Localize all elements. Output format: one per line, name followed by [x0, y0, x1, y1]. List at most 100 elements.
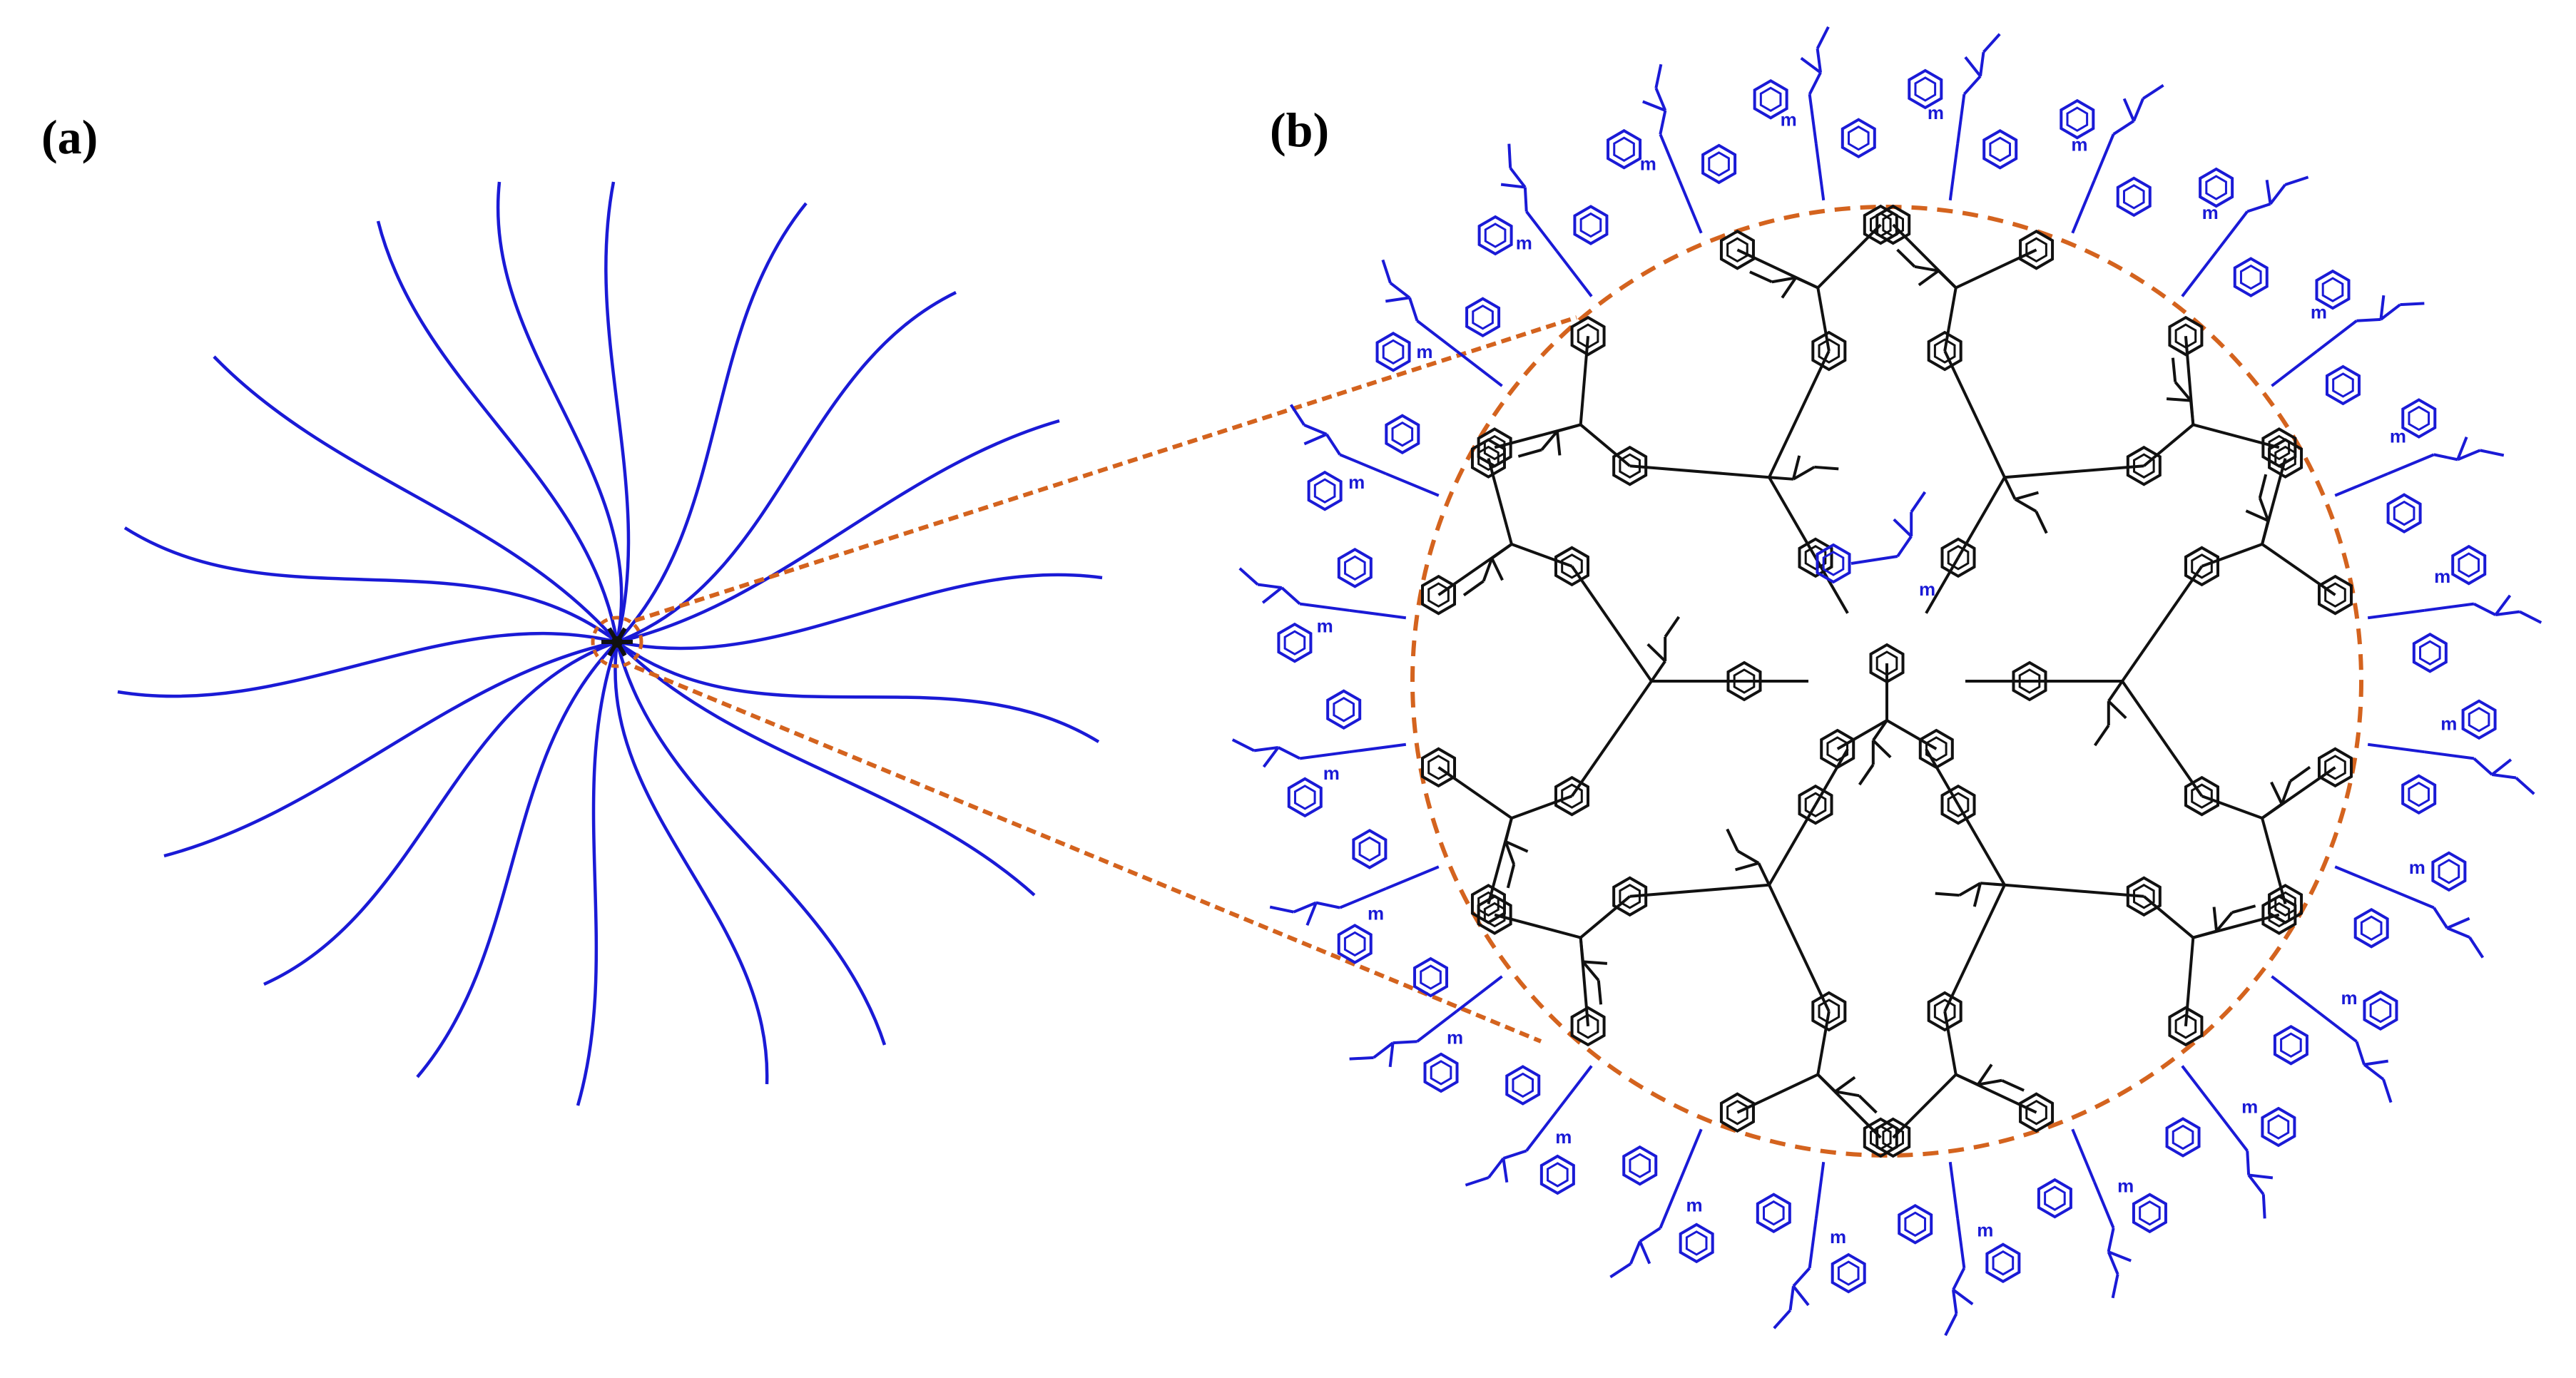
bond [1943, 1011, 1958, 1075]
bond [1490, 557, 1504, 581]
polymer-arm [616, 290, 957, 644]
bond [1303, 424, 1328, 436]
polymer-arm [616, 640, 1100, 743]
bond [2192, 423, 2280, 449]
bond [2215, 912, 2234, 932]
arm-phenyl-ring [1337, 548, 1373, 588]
bond [1935, 892, 1960, 897]
panel-b-label: (b) [1270, 103, 1329, 157]
arm-phenyl-ring [1841, 118, 1876, 158]
bond [2289, 765, 2311, 782]
bond [1659, 110, 1667, 135]
bond [2473, 602, 2497, 616]
bond [2380, 303, 2401, 321]
bond [2201, 795, 2263, 820]
bond [2003, 476, 2017, 500]
arm-phenyl-ring [2037, 1178, 2072, 1219]
zoom-line-lower [633, 665, 1542, 1043]
arm-phenyl-ring [1326, 689, 1362, 730]
bond [2468, 936, 2485, 959]
bond [1834, 1076, 1856, 1093]
bond [1800, 56, 1822, 74]
bond [2001, 1078, 2025, 1092]
bond [2184, 937, 2195, 1027]
arm-phenyl-ring [2165, 1117, 2201, 1158]
arm-phenyl-ring [1539, 1154, 1575, 1195]
repeat-unit-label: m [1368, 903, 1384, 924]
repeat-unit-label: m [1516, 233, 1532, 254]
bond [1814, 1161, 1826, 1219]
bond [1579, 895, 1631, 939]
bond [2216, 210, 2249, 252]
bond [1664, 616, 1681, 638]
arm-phenyl-ring [2132, 1193, 2167, 1233]
bond [1757, 862, 1771, 886]
bond [2457, 449, 2481, 461]
bond [1349, 742, 1407, 754]
bond [1943, 350, 2006, 479]
arm-phenyl-ring [1985, 1242, 2021, 1283]
repeat-unit-label: m [2440, 713, 2457, 734]
bond [2093, 724, 2110, 747]
bond [1238, 567, 1259, 586]
arm-phenyl-ring [1622, 1145, 1658, 1186]
bond [2367, 608, 2425, 620]
bond [1792, 1285, 1810, 1307]
bond [1835, 1090, 1860, 1098]
bond [1982, 33, 2001, 53]
bond [1659, 133, 1681, 181]
arm-phenyl-ring [1573, 205, 1609, 245]
bond [1726, 828, 1739, 852]
bond [1814, 143, 1826, 201]
bond [1781, 277, 1797, 299]
bond [1955, 248, 2037, 290]
bond [1964, 56, 1982, 78]
bond [1788, 1285, 1795, 1311]
arm-phenyl-ring [1505, 1065, 1541, 1106]
bond [2261, 458, 2287, 545]
repeat-unit-label: m [2409, 857, 2425, 878]
bond [2107, 1228, 2115, 1252]
bond [1768, 350, 1831, 479]
bond [1736, 1073, 1819, 1114]
zoom-source-circle [591, 616, 643, 668]
arm-phenyl-ring [2060, 99, 2095, 140]
bond [2356, 317, 2381, 322]
bond [2171, 357, 2177, 382]
arm-phenyl-ring [1701, 143, 1737, 184]
bond [1393, 1040, 1417, 1045]
bond [1972, 882, 1982, 907]
polymer-arm [117, 631, 618, 698]
bond [1736, 248, 1819, 290]
bond [1816, 48, 1823, 73]
bond [1339, 887, 1387, 909]
bond [1872, 719, 1888, 742]
bond [2261, 1194, 2266, 1219]
bond [2433, 907, 2449, 929]
bond [2491, 773, 2517, 780]
bond [1303, 433, 1328, 446]
arm-phenyl-ring [2363, 990, 2398, 1031]
bond [1231, 738, 1255, 752]
bond [1749, 270, 1773, 284]
bond [1893, 518, 1913, 538]
bond [2248, 1173, 2274, 1180]
bond [1408, 297, 1419, 322]
bond [2107, 1250, 2132, 1262]
polymer-arm [604, 181, 631, 643]
bond [1858, 1094, 1878, 1114]
bond [2192, 913, 2280, 939]
bond [2334, 472, 2388, 497]
bond [2367, 742, 2425, 754]
arm-phenyl-ring [2412, 633, 2448, 673]
arm-phenyl-ring [1287, 777, 1323, 817]
bond [1816, 1011, 1831, 1075]
bond [2121, 680, 2204, 797]
bond [1654, 63, 1663, 88]
bond [2387, 453, 2435, 476]
bond [1659, 1181, 1681, 1229]
bond [1525, 210, 1558, 252]
bond [2316, 1010, 2358, 1043]
arm-phenyl-ring [2273, 1025, 2308, 1066]
